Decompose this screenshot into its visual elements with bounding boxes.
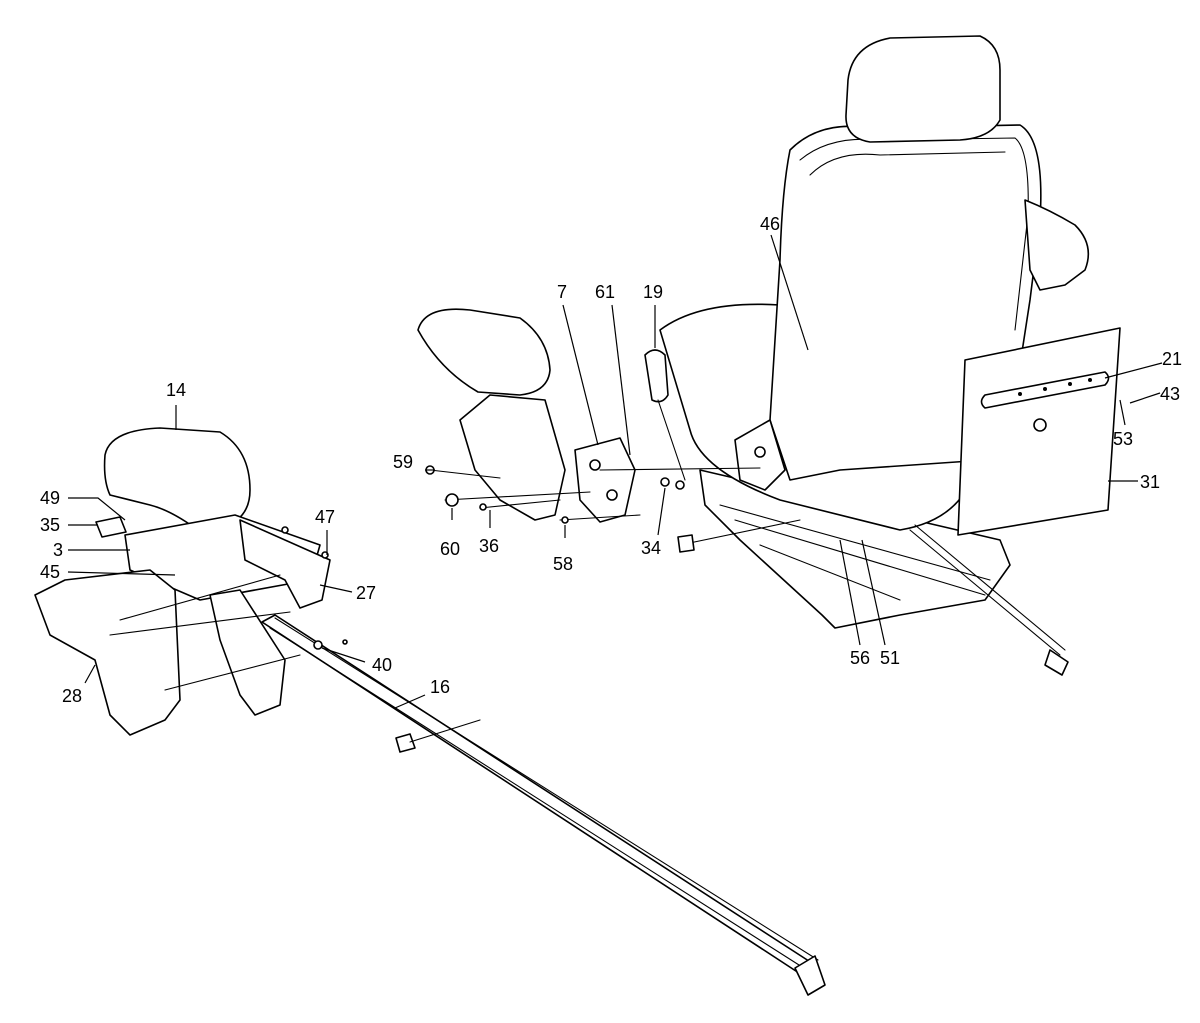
callout-36: 36: [479, 536, 499, 556]
callout-40: 40: [372, 655, 392, 675]
callout-56: 56: [850, 648, 870, 668]
mid-armrest-bracket: [459, 394, 566, 521]
wiring-harness-16: [261, 614, 826, 996]
mid-armrest-cushion: [417, 308, 551, 396]
armrest-cushion-14: [103, 427, 251, 529]
callout-labels: 14 49 35 3 45 47 27 28 40 16 59 60 36 58…: [40, 214, 1182, 706]
mounting-plate-7: [574, 437, 636, 523]
leader-lines: [67, 234, 1163, 709]
seat-headrest: [845, 35, 1001, 143]
left-armrest-assembly: [34, 427, 331, 736]
armrest-lever-bracket: [209, 589, 286, 716]
seat-slide-rails: [699, 469, 1011, 629]
callout-16: 16: [430, 677, 450, 697]
harness-connector-end: [794, 955, 826, 996]
callout-43: 43: [1160, 384, 1180, 404]
seat-assembly: [644, 35, 1121, 676]
callout-59: 59: [393, 452, 413, 472]
mid-armrest-assembly: [417, 308, 761, 524]
callout-46: 46: [760, 214, 780, 234]
callout-34: 34: [641, 538, 661, 558]
callout-31: 31: [1140, 472, 1160, 492]
callout-47: 47: [315, 507, 335, 527]
gasket-35: [95, 516, 127, 538]
harness-branch-connector: [395, 733, 416, 753]
callout-49: 49: [40, 488, 60, 508]
callout-28: 28: [62, 686, 82, 706]
callout-60: 60: [440, 539, 460, 559]
callout-53: 53: [1113, 429, 1133, 449]
callout-27: 27: [356, 583, 376, 603]
armrest-lower-panel-28: [34, 569, 181, 736]
armrest-side-bracket-27: [239, 519, 331, 609]
callout-61: 61: [595, 282, 615, 302]
seat-right-armrest: [1024, 199, 1090, 291]
callout-51: 51: [880, 648, 900, 668]
seat-adjust-lever: [644, 349, 669, 403]
callout-14: 14: [166, 380, 186, 400]
callout-58: 58: [553, 554, 573, 574]
callout-35: 35: [40, 515, 60, 535]
cable-connector: [677, 534, 695, 553]
callout-19: 19: [643, 282, 663, 302]
callout-3: 3: [53, 540, 63, 560]
callout-21: 21: [1162, 349, 1182, 369]
callout-45: 45: [40, 562, 60, 582]
rod-end-fitting: [1044, 649, 1069, 676]
callout-7: 7: [557, 282, 567, 302]
